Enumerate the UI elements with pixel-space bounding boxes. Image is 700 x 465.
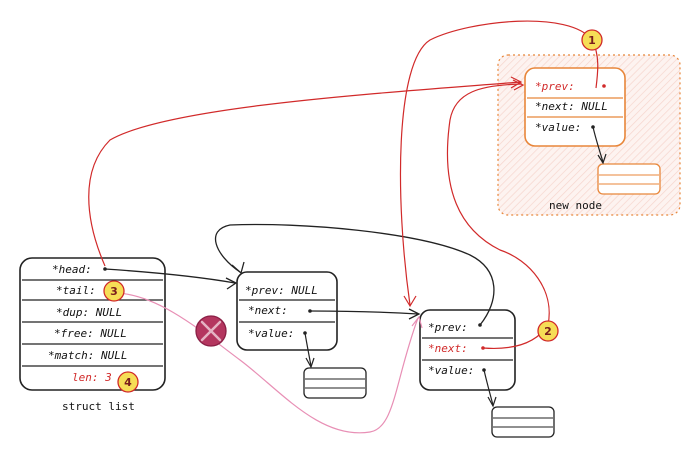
new-node-box: *prev: *next: NULL *value:	[524, 67, 626, 147]
node1-next-label: *next:	[248, 304, 288, 317]
svg-text:4: 4	[124, 376, 132, 389]
list-tail-label: *tail:	[56, 284, 96, 297]
node1-value-label: *value:	[248, 327, 294, 340]
new-node-value-box	[597, 163, 661, 195]
step-badge-4: 4	[117, 371, 139, 393]
node2-next-label: *next:	[428, 342, 468, 355]
list-match-label: *match: NULL	[48, 349, 127, 362]
svg-text:3: 3	[110, 285, 118, 298]
list-head-label: *head:	[52, 263, 92, 276]
new-node-value-arrow	[592, 126, 604, 163]
struct-list-box: *head: *tail: *dup: NULL *free: NULL *ma…	[19, 257, 166, 391]
cross-mark-icon	[195, 315, 227, 347]
node2-value-box	[491, 406, 555, 438]
struct-list-caption: struct list	[62, 400, 135, 413]
list-len-label: len: 3	[72, 371, 112, 384]
svg-text:2: 2	[544, 325, 552, 338]
tail-pointer	[117, 292, 423, 434]
new-node-prev-dot	[602, 84, 606, 88]
node2-prev-label: *prev:	[428, 321, 468, 334]
svg-text:1: 1	[588, 34, 596, 47]
new-node-value-label: *value:	[535, 121, 581, 134]
existing-pointers	[104, 223, 495, 326]
list-free-label: *free: NULL	[54, 327, 127, 340]
node2-box: *prev: *next: *value:	[419, 309, 516, 391]
node2-value-label: *value:	[428, 364, 474, 377]
new-node-caption: new node	[549, 199, 602, 212]
node1-box: *prev: NULL *next: *value:	[236, 271, 338, 351]
list-dup-label: *dup: NULL	[56, 306, 122, 319]
step-badge-2: 2	[537, 320, 559, 342]
step-badge-3: 3	[103, 280, 125, 302]
node1-value-box	[303, 367, 367, 399]
step-badge-1: 1	[581, 29, 603, 51]
new-node-prev-label: *prev:	[535, 80, 575, 93]
new-node-next-label: *next: NULL	[535, 100, 608, 113]
node1-prev-label: *prev: NULL	[245, 284, 318, 297]
